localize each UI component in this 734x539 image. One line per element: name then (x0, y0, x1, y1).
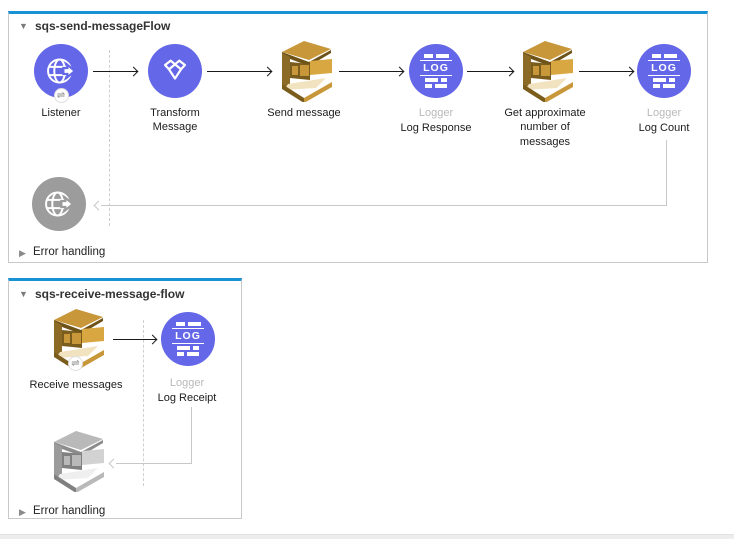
node-label-log-count: Log Count (638, 122, 690, 134)
error-handling-toggle[interactable]: Error handling (33, 246, 106, 258)
flow-connector (207, 71, 271, 72)
flow-sqs-receive-message-flow[interactable]: ▼ sqs-receive-message-flow ⇌ Receive mes… (8, 278, 242, 519)
flow-sqs-send-messageflow[interactable]: ▼ sqs-send-messageFlow ⇌ Listener Transf… (8, 11, 708, 263)
flow-connector (93, 71, 137, 72)
flow-source-badge-icon: ⇌ (53, 88, 69, 103)
arrowhead-icon (147, 334, 158, 344)
source-section-separator (143, 320, 144, 486)
flow-connector (467, 71, 513, 72)
node-sqs-receive-messages[interactable]: ⇌ (48, 308, 104, 375)
source-section-separator (109, 50, 110, 226)
logger-icon: LOG (170, 322, 206, 356)
node-sqs-send-message[interactable] (276, 40, 332, 107)
response-connector (666, 140, 667, 205)
sqs-queue-icon (523, 41, 573, 103)
flow-title: sqs-send-messageFlow (35, 19, 171, 33)
arrowhead-icon (624, 66, 635, 76)
node-http-response[interactable] (32, 177, 86, 231)
logger-icon: LOG (646, 54, 682, 88)
node-logger-log-receipt[interactable]: LOG (161, 312, 215, 366)
globe-arrow-icon (47, 58, 77, 84)
arrowhead-icon (93, 200, 104, 210)
sqs-queue-icon (54, 309, 104, 371)
node-logger-log-count[interactable]: LOG (637, 44, 691, 98)
arrowhead-icon (128, 66, 139, 76)
node-type-label-logger: Logger (418, 107, 454, 119)
node-label-receive-messages: Receive messages (29, 379, 123, 391)
response-connector (101, 205, 667, 206)
flow-title: sqs-receive-message-flow (35, 287, 185, 301)
arrowhead-icon (394, 66, 405, 76)
node-http-listener[interactable]: ⇌ (34, 44, 88, 103)
dataweave-icon (163, 59, 187, 80)
flow-source-badge-icon: ⇌ (68, 356, 83, 371)
error-handling-toggle[interactable]: Error handling (33, 505, 106, 517)
response-connector (116, 463, 192, 464)
arrowhead-icon (262, 66, 273, 76)
arrowhead-icon (108, 458, 119, 468)
logger-icon-text: LOG (172, 328, 204, 344)
node-type-label-logger: Logger (169, 377, 205, 389)
error-handling-collapse-icon[interactable]: ▶ (19, 507, 26, 517)
node-sqs-get-approximate[interactable] (517, 40, 573, 107)
logger-icon: LOG (418, 54, 454, 88)
node-transform-message[interactable] (148, 44, 202, 98)
node-label-log-receipt: Log Receipt (157, 392, 217, 404)
flow-connector (579, 71, 633, 72)
horizontal-scrollbar-track[interactable] (0, 534, 734, 539)
logger-icon-text: LOG (420, 60, 452, 76)
arrowhead-icon (504, 66, 515, 76)
sqs-queue-icon (282, 41, 332, 103)
node-label-transform-message: Transform Message (150, 107, 200, 134)
node-type-label-logger: Logger (646, 107, 682, 119)
node-label-get-approximate: Get approximate number of messages (504, 107, 586, 148)
node-sqs-disabled[interactable] (48, 430, 104, 497)
collapse-toggle-icon[interactable]: ▼ (19, 21, 28, 31)
error-handling-collapse-icon[interactable]: ▶ (19, 248, 26, 258)
node-label-listener: Listener (41, 107, 81, 119)
collapse-toggle-icon[interactable]: ▼ (19, 289, 28, 299)
globe-arrow-icon (45, 191, 75, 217)
node-logger-log-response[interactable]: LOG (409, 44, 463, 98)
node-label-send-message: Send message (267, 107, 341, 119)
response-connector (191, 407, 192, 463)
logger-icon-text: LOG (648, 60, 680, 76)
flow-connector (339, 71, 403, 72)
node-label-log-response: Log Response (400, 122, 472, 134)
sqs-queue-gray-icon (54, 431, 104, 493)
flow-connector (113, 339, 156, 340)
